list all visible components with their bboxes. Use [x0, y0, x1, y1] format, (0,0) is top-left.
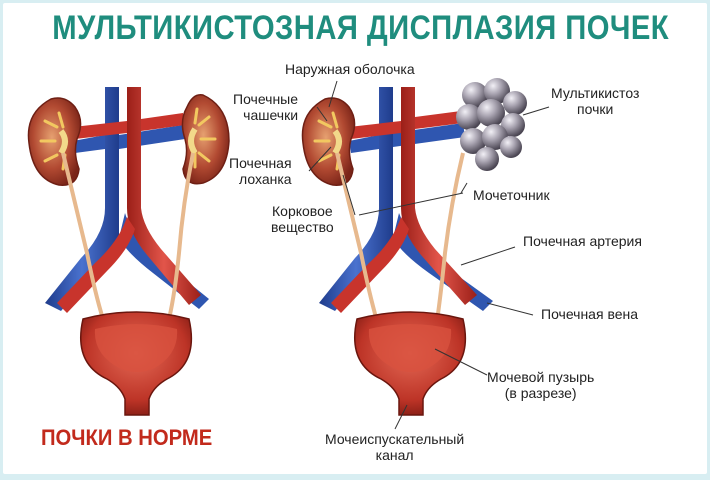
- label-renal-artery: Почечная артерия: [523, 233, 642, 249]
- normal-left-renal-artery: [73, 121, 127, 139]
- label-pelvis: Почечная лоханка: [229, 155, 292, 187]
- multicystic-kidney-cysts: [456, 78, 527, 171]
- normal-vena-cava: [45, 87, 119, 311]
- diagram-title: МУЛЬТИКИСТОЗНАЯ ДИСПЛАЗИЯ ПОЧЕК: [52, 9, 670, 47]
- leader-lines: [308, 80, 550, 430]
- label-bladder: Мочевой пузырь (в разрезе): [487, 369, 595, 401]
- label-urethra: Мочеиспускательный канал: [325, 431, 465, 463]
- normal-left-renal-vein: [73, 135, 105, 153]
- normal-kidneys-caption: ПОЧКИ В НОРМЕ: [41, 425, 213, 450]
- normal-aorta: [127, 87, 201, 305]
- label-outer-capsule: Наружная оболочка: [285, 61, 415, 77]
- normal-kidneys-group: [27, 87, 230, 416]
- right-vena-cava: [319, 87, 393, 311]
- normal-left-ureter: [61, 152, 105, 320]
- normal-right-ureter: [167, 152, 195, 320]
- label-renal-vein: Почечная вена: [541, 306, 639, 322]
- diagram-frame: МУЛЬТИКИСТОЗНАЯ ДИСПЛАЗИЯ ПОЧЕК: [3, 3, 707, 474]
- label-ureter: Мочеточник: [473, 187, 550, 203]
- right-aorta: [401, 87, 477, 305]
- multicystic-group: [301, 78, 527, 416]
- label-cortex: Корковое вещество: [271, 203, 334, 235]
- label-calyces: Почечные чашечки: [233, 91, 299, 123]
- anatomy-illustration: [27, 78, 550, 430]
- normal-right-renal-artery: [141, 113, 185, 131]
- label-multicystic: Мультикистоз почки: [551, 85, 640, 117]
